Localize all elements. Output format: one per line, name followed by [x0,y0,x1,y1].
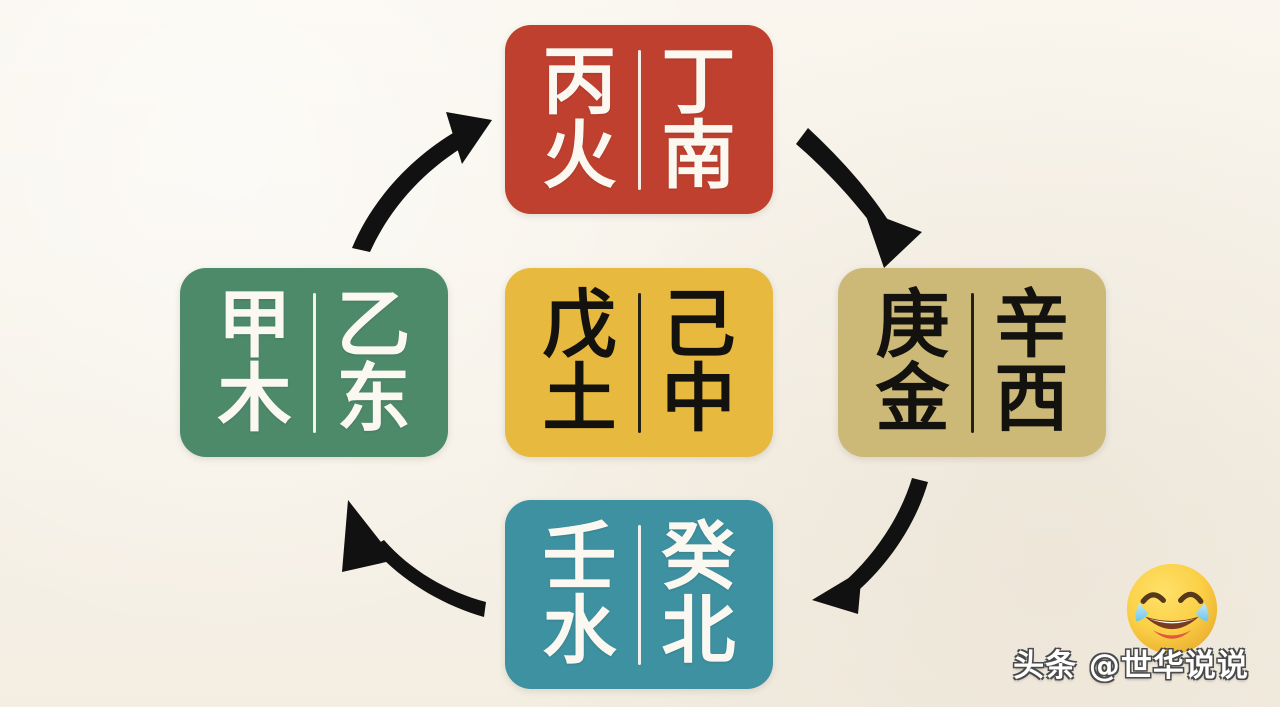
glyph-shui: 水 [542,587,617,674]
glyph-ji: 己 [661,282,736,369]
glyph-huo: 火 [542,112,617,199]
glyph-tu: 土 [542,355,617,442]
card-water-right-column: 癸 北 [647,500,751,689]
card-wood-divider [312,292,316,433]
card-water-divider [637,524,641,665]
glyph-xi: 西 [994,355,1069,442]
glyph-bei: 北 [661,587,736,674]
glyph-gui: 癸 [661,514,736,601]
glyph-xin: 辛 [994,282,1069,369]
card-fire-right-column: 丁 南 [647,25,751,214]
card-earth-left-column: 戊 土 [528,268,632,457]
card-wood-left-column: 甲 木 [203,268,307,457]
card-fire-left-column: 丙 火 [528,25,632,214]
card-water-left-column: 壬 水 [528,500,632,689]
glyph-mu: 木 [217,355,292,442]
card-water[interactable]: 壬 水 癸 北 [505,500,773,689]
card-fire-divider [637,49,641,190]
glyph-zhong: 中 [661,355,736,442]
card-wood-right-column: 乙 东 [322,268,426,457]
glyph-nan: 南 [661,112,736,199]
arrow-top-to-right [796,128,922,268]
card-fire[interactable]: 丙 火 丁 南 [505,25,773,214]
arrow-left-to-top [352,112,492,252]
arrow-right-to-bottom [812,478,928,614]
glyph-ren: 壬 [542,514,617,601]
card-wood[interactable]: 甲 木 乙 东 [180,268,448,457]
card-earth-divider [637,292,641,433]
glyph-jia: 甲 [217,282,292,369]
card-earth[interactable]: 戊 土 己 中 [505,268,773,457]
glyph-wu: 戊 [542,282,617,369]
card-metal-right-column: 辛 西 [980,268,1084,457]
card-metal-left-column: 庚 金 [861,268,965,457]
arrow-bottom-to-left [342,500,486,617]
glyph-jin: 金 [875,355,950,442]
glyph-ding: 丁 [661,39,736,126]
glyph-bing: 丙 [542,39,617,126]
glyph-dong: 东 [336,355,411,442]
face-with-tears-of-joy-emoji [1126,563,1218,655]
glyph-geng: 庚 [875,282,950,369]
watermark-text: 头条 @世华说说 [1013,648,1249,684]
card-metal[interactable]: 庚 金 辛 西 [838,268,1106,457]
watermark: 头条 @世华说说 [992,561,1270,701]
card-metal-divider [970,292,974,433]
card-earth-right-column: 己 中 [647,268,751,457]
glyph-yi: 乙 [336,282,411,369]
